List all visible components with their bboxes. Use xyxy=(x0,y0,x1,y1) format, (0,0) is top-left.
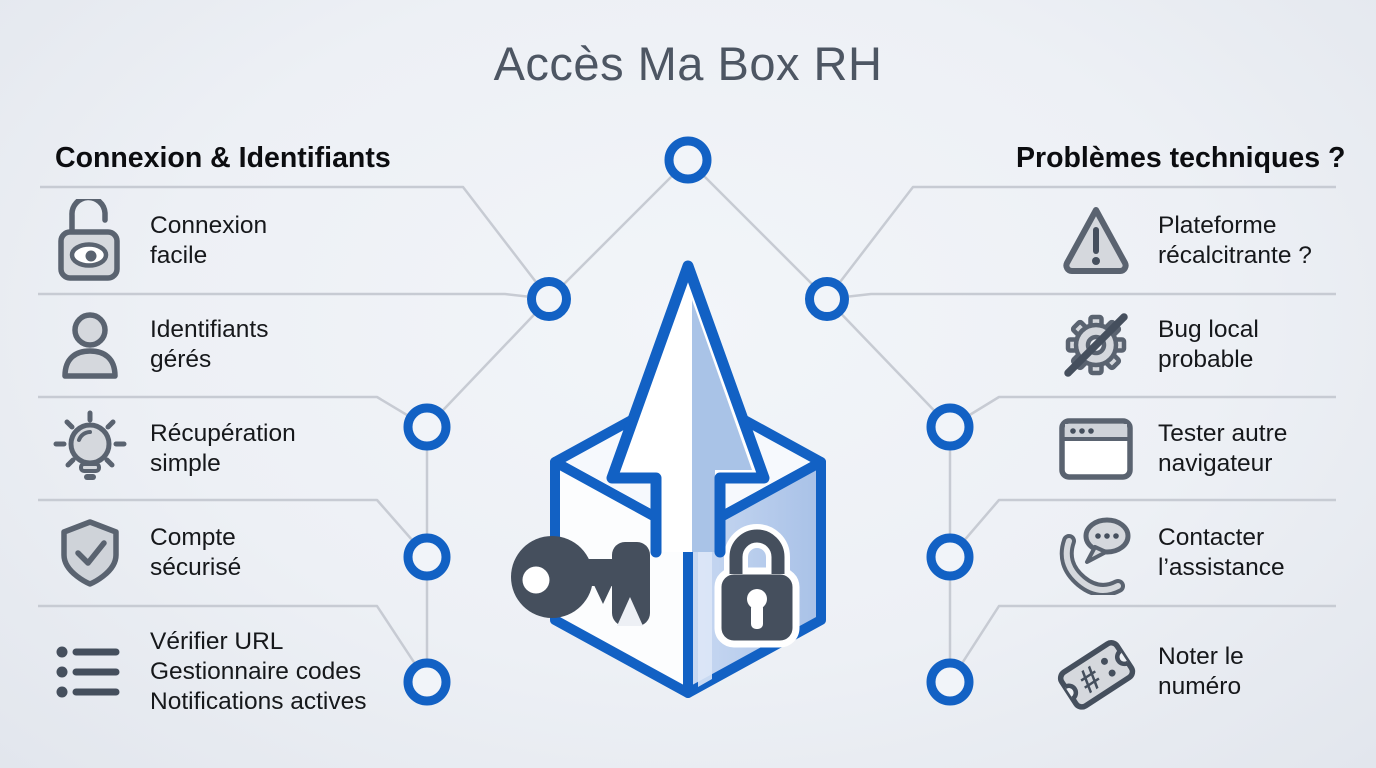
list-item-contacter-assistance: Contacter l’assistance xyxy=(1050,500,1370,606)
item-label: numéro xyxy=(1158,673,1242,700)
item-label: Noter le xyxy=(1158,643,1244,670)
item-label: récalcitrante ? xyxy=(1158,241,1312,269)
item-label: Gestionnaire codes xyxy=(150,658,362,685)
checklist-icon xyxy=(42,630,138,714)
connector-node xyxy=(527,277,571,321)
item-label: sécurisé xyxy=(150,554,242,581)
list-item-tester-navigateur: Tester autre navigateur xyxy=(1050,397,1370,500)
connector-node xyxy=(403,533,451,581)
connector-node xyxy=(664,136,712,184)
ticket-icon: # xyxy=(1050,630,1142,714)
item-label: gérés xyxy=(150,346,212,373)
connector-node xyxy=(926,658,974,706)
item-label: l’assistance xyxy=(1158,554,1285,581)
lightbulb-icon xyxy=(42,407,138,491)
connector-node xyxy=(926,533,974,581)
item-label: Connexion xyxy=(150,211,268,239)
item-label: Notifications actives xyxy=(150,688,367,715)
key-icon xyxy=(511,536,650,626)
warning-triangle-icon xyxy=(1050,199,1142,283)
list-item-recuperation-simple: Récupération simple xyxy=(42,397,412,500)
arrow-up-icon xyxy=(606,260,770,558)
connector-nodes xyxy=(403,136,974,706)
item-label: Récupération xyxy=(150,419,296,447)
list-item-bug-local: Bug local probable xyxy=(1050,293,1370,397)
connector-node xyxy=(403,658,451,706)
padlock-icon xyxy=(714,524,800,648)
item-label: navigateur xyxy=(1158,449,1273,477)
item-label: facile xyxy=(150,241,208,269)
shield-check-icon xyxy=(42,511,138,595)
item-label: simple xyxy=(150,449,221,477)
user-icon xyxy=(42,303,138,387)
connector-node xyxy=(403,403,451,451)
list-item-bonnes-pratiques: Vérifier URL Gestionnaire codes Notifica… xyxy=(42,606,412,738)
phone-chat-icon xyxy=(1050,511,1142,595)
list-item-identifiants-geres: Identifiants gérés xyxy=(42,293,412,397)
item-label: Bug local xyxy=(1158,316,1259,343)
item-label: Identifiants xyxy=(150,316,269,343)
list-item-noter-numero: # Noter le numéro xyxy=(1050,606,1370,738)
right-column-header: Problèmes techniques ? xyxy=(1016,142,1346,174)
connector-node xyxy=(805,277,849,321)
item-label: Vérifier URL xyxy=(150,628,284,655)
unlock-eye-icon xyxy=(42,198,138,283)
item-label: Contacter xyxy=(1158,524,1265,551)
list-item-plateforme-recalcitrante: Plateforme récalcitrante ? xyxy=(1050,188,1370,293)
list-item-connexion-facile: Connexion facile xyxy=(42,188,412,293)
gear-slash-icon xyxy=(1050,303,1142,387)
left-column-header: Connexion & Identifiants xyxy=(55,142,391,174)
browser-window-icon xyxy=(1050,407,1142,491)
list-item-compte-securise: Compte sécurisé xyxy=(42,500,412,606)
item-label: Compte xyxy=(150,524,236,551)
item-label: probable xyxy=(1158,346,1254,373)
item-label: Plateforme xyxy=(1158,211,1277,239)
item-label: Tester autre xyxy=(1158,419,1288,447)
page-title: Accès Ma Box RH xyxy=(493,37,883,90)
connector-node xyxy=(926,403,974,451)
